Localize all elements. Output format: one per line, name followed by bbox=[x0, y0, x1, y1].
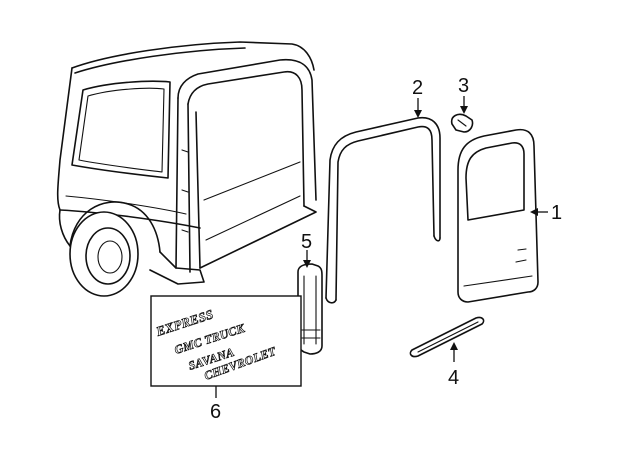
rim-inner bbox=[97, 240, 123, 274]
weatherstrip-part bbox=[325, 116, 441, 304]
van-body bbox=[56, 41, 317, 285]
van-side-trim bbox=[59, 209, 201, 229]
sill-plate-part bbox=[409, 316, 485, 358]
callout-4: 4 bbox=[448, 367, 459, 389]
sill-plate-groove bbox=[417, 321, 479, 353]
rear-opening-frame bbox=[177, 58, 317, 201]
callout-2: 2 bbox=[412, 77, 423, 99]
bumper-part bbox=[450, 113, 474, 133]
van-side-window bbox=[71, 80, 171, 179]
van-roof-edge bbox=[74, 47, 246, 74]
callout-6: 6 bbox=[210, 401, 221, 423]
door-window bbox=[465, 142, 525, 221]
door-lower-edge bbox=[463, 275, 533, 287]
door-outer-panel bbox=[457, 128, 539, 303]
pillar-trim-grooves bbox=[303, 275, 317, 345]
rim-outer bbox=[85, 227, 131, 285]
weatherstrip-end-right bbox=[433, 235, 441, 242]
callout-5: 5 bbox=[301, 231, 312, 253]
nameplates-part: EXPRESS GMC TRUCK SAVANA CHEVROLET bbox=[150, 295, 302, 387]
callout-leaders bbox=[215, 96, 548, 398]
pillar-trim-lower-ribs bbox=[301, 329, 321, 339]
rear-bumper bbox=[149, 251, 205, 285]
weatherstrip-inner bbox=[335, 125, 435, 301]
d-pillar-details bbox=[181, 149, 189, 233]
d-pillar-seal bbox=[195, 111, 201, 269]
van-lower-front bbox=[58, 209, 71, 247]
d-pillar-outer bbox=[175, 97, 179, 269]
weatherstrip-outer bbox=[325, 116, 441, 299]
cargo-floor-line bbox=[205, 195, 301, 241]
callout-1: 1 bbox=[551, 202, 562, 224]
door-handle bbox=[515, 248, 527, 263]
cargo-wall-line bbox=[203, 161, 301, 201]
wheel-arch bbox=[69, 201, 161, 253]
cargo-floor-edge bbox=[199, 205, 317, 269]
rear-wheel bbox=[69, 211, 139, 297]
callout-labels: 1 2 3 4 5 6 bbox=[210, 75, 562, 423]
weatherstrip-end-left bbox=[325, 297, 337, 304]
van-roof-line bbox=[71, 41, 315, 71]
bumper-detail bbox=[457, 119, 467, 127]
van-side-front bbox=[56, 67, 73, 211]
d-pillar-inner bbox=[187, 103, 191, 273]
door-part bbox=[457, 128, 539, 303]
callout-3: 3 bbox=[458, 75, 469, 97]
rear-opening-inner bbox=[187, 70, 305, 207]
van-side-window-inner bbox=[78, 87, 165, 173]
nameplates-box bbox=[150, 295, 302, 387]
